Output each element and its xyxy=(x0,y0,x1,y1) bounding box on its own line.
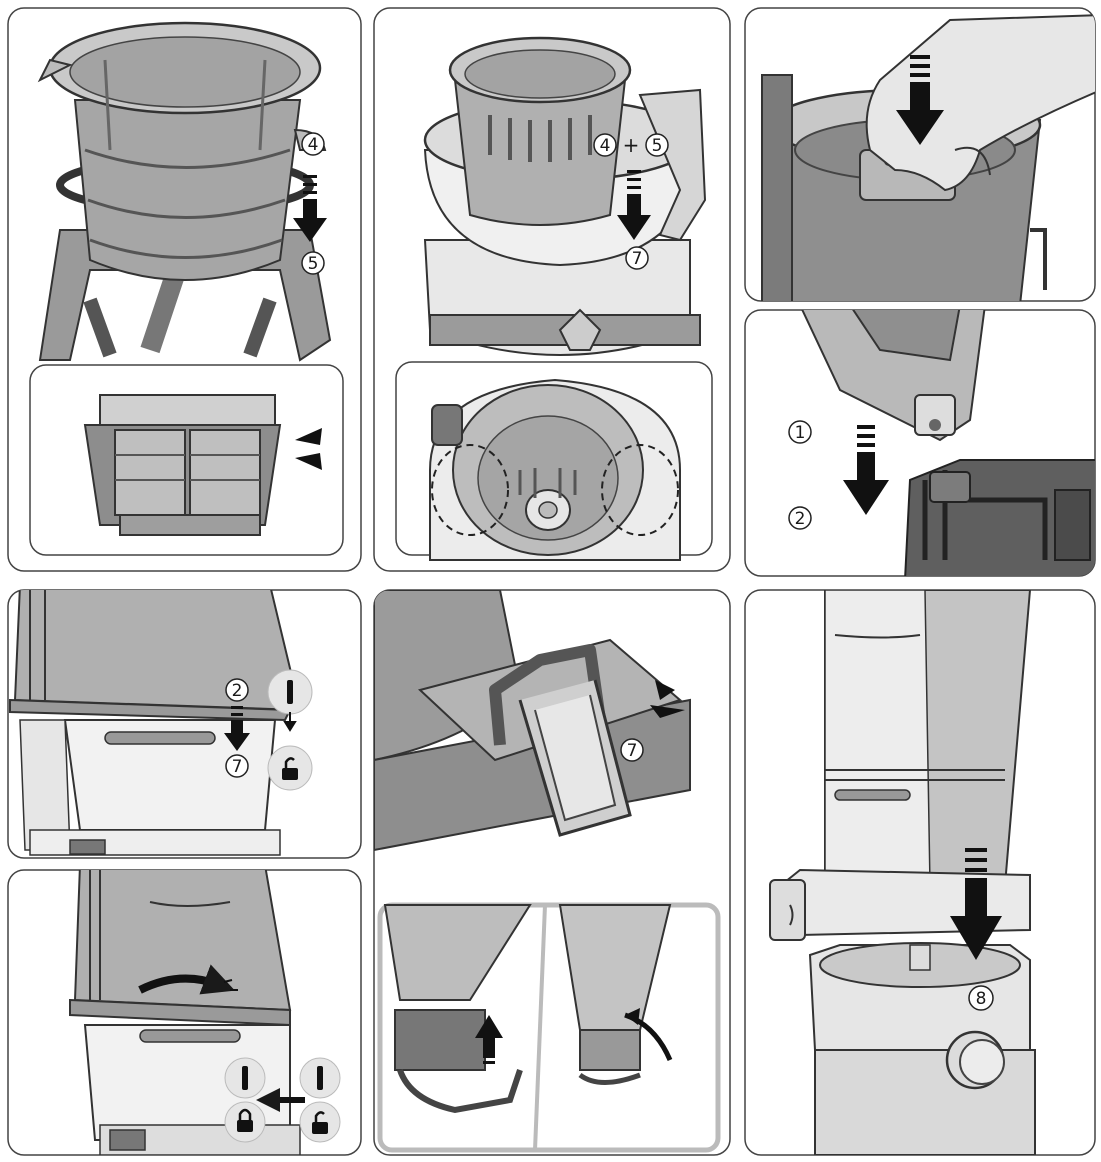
step-marker xyxy=(301,251,325,275)
hopper-body xyxy=(73,870,292,1012)
step-label: 2 xyxy=(795,509,806,529)
step-label: 5 xyxy=(652,136,663,156)
step-marker xyxy=(788,420,812,444)
step-marker xyxy=(645,133,669,157)
up-arrow-icon xyxy=(475,1015,503,1064)
step-marker xyxy=(625,246,649,270)
panel-lock-clip: 7 xyxy=(373,589,731,1156)
down-arrow-icon xyxy=(224,706,250,751)
strainer-body xyxy=(73,99,302,281)
inset-top-view xyxy=(395,361,713,561)
down-arrow-icon xyxy=(293,175,327,242)
strainer-handle xyxy=(37,58,73,83)
inset-clip-detail xyxy=(377,902,721,1153)
step-label: 7 xyxy=(627,741,638,761)
drum-handle xyxy=(638,88,707,242)
step-marker xyxy=(620,738,644,762)
step-label: 7 xyxy=(632,249,643,269)
step-label: 5 xyxy=(308,254,319,274)
highlight-circle xyxy=(431,444,509,536)
down-arrow-icon xyxy=(950,848,1002,960)
clamp-handle xyxy=(489,644,606,746)
step-marker xyxy=(301,132,325,156)
highlight-circle xyxy=(601,444,679,536)
rotate-arrow-icon xyxy=(138,964,235,995)
inset-click-detail xyxy=(29,364,344,556)
step-marker xyxy=(968,985,994,1011)
hopper-body xyxy=(13,590,302,712)
click-indicator-icon xyxy=(650,680,685,718)
click-indicator-icon xyxy=(295,428,322,445)
panel-strainer-assembly: 4 5 xyxy=(7,7,362,572)
step-label: 1 xyxy=(795,423,806,443)
step-label: 2 xyxy=(232,681,243,701)
strainer-body xyxy=(453,79,627,226)
panel-insert-screw xyxy=(744,7,1096,302)
step-marker xyxy=(788,506,812,530)
step-label: 4 xyxy=(308,135,319,155)
panel-align-marks: 2 7 xyxy=(7,589,362,859)
step-label: 7 xyxy=(232,757,243,777)
step-marker xyxy=(225,678,249,702)
panel-rotate-lock xyxy=(7,869,362,1156)
step-marker xyxy=(225,754,249,778)
down-arrow-icon xyxy=(896,55,944,145)
plus-sign: + xyxy=(623,133,640,157)
step-label: 4 xyxy=(600,136,611,156)
panel-drum-assembly: 4 + 5 7 xyxy=(373,7,731,572)
panel-attach-hopper: 1 2 xyxy=(744,309,1096,577)
down-arrow-icon xyxy=(617,170,651,240)
step-label: 8 xyxy=(976,989,987,1009)
step-marker xyxy=(593,133,617,157)
down-arrow-icon xyxy=(843,425,889,515)
panel-place-on-base: 8 xyxy=(744,589,1096,1156)
